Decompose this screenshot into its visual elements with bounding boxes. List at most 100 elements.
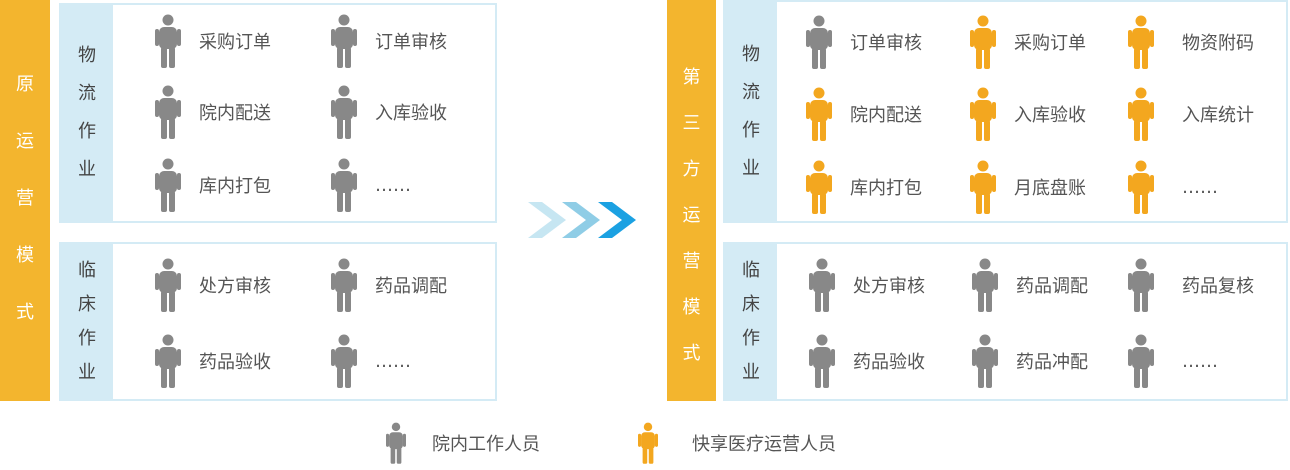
third-party-mode-title: 第 三 方 运 营 模 式: [667, 0, 716, 401]
title-char: 营: [16, 188, 34, 209]
task-label: 订单审核: [850, 33, 922, 54]
person-icon: [1128, 334, 1154, 388]
list-item: 采购订单: [155, 14, 271, 68]
person-icon: [972, 334, 998, 388]
person-icon: [155, 334, 181, 388]
list-item: 入库验收: [331, 85, 447, 139]
title-char: 模: [682, 297, 701, 318]
task-label: 入库验收: [1014, 105, 1086, 126]
person-icon: [1128, 15, 1154, 69]
list-item: 库内打包: [155, 158, 271, 212]
list-item: 院内配送: [806, 87, 922, 141]
task-label: 采购订单: [199, 32, 271, 53]
task-label: 处方审核: [199, 276, 271, 297]
legend-label: 院内工作人员: [432, 434, 540, 455]
list-item: 药品复核: [1128, 258, 1254, 312]
title-char: 式: [16, 302, 34, 323]
task-label: ……: [375, 174, 411, 196]
person-icon: [970, 160, 996, 214]
task-label: 药品冲配: [1016, 352, 1088, 373]
task-label: 订单审核: [375, 32, 447, 53]
task-label: 药品验收: [853, 352, 925, 373]
chevron-right-icon: [528, 202, 566, 238]
title-char: 原: [16, 74, 34, 95]
list-item: 物资附码: [1128, 15, 1254, 69]
task-label: 入库验收: [375, 103, 447, 124]
title-char: 第: [682, 67, 701, 88]
list-item: ……: [331, 334, 411, 388]
person-icon: [155, 85, 181, 139]
list-item: 采购订单: [970, 15, 1086, 69]
person-icon: [331, 334, 357, 388]
person-icon: [638, 422, 658, 464]
logistics-label: 物 流 作 业: [725, 2, 777, 221]
title-char: 运: [682, 205, 701, 226]
task-label: 库内打包: [850, 178, 922, 199]
list-item: 药品冲配: [972, 334, 1088, 388]
title-char: 运: [16, 131, 34, 152]
list-item: 药品调配: [331, 258, 447, 312]
task-label: 处方审核: [853, 276, 925, 297]
person-icon: [155, 258, 181, 312]
list-item: 处方审核: [155, 258, 271, 312]
person-icon: [331, 85, 357, 139]
list-item: ……: [1128, 334, 1218, 388]
list-item: 入库统计: [1128, 87, 1254, 141]
person-icon: [1128, 160, 1154, 214]
list-item: 订单审核: [331, 14, 447, 68]
logistics-label: 物 流 作 业: [61, 5, 113, 221]
right-logistics-panel: 物 流 作 业 订单审核 采购订单 物资附码 院内配送 入库验收 入库统计 库内…: [723, 0, 1288, 223]
list-item: 处方审核: [809, 258, 925, 312]
chevron-right-icon: [562, 202, 600, 238]
task-label: 采购订单: [1014, 33, 1086, 54]
person-icon: [970, 87, 996, 141]
task-label: 药品调配: [1016, 276, 1088, 297]
list-item: 库内打包: [806, 160, 922, 214]
original-mode-title: 原 运 营 模 式: [0, 0, 50, 401]
transition-arrows-icon: [528, 202, 636, 238]
task-label: ……: [1182, 176, 1218, 198]
list-item: 订单审核: [806, 15, 922, 69]
left-clinical-panel: 临 床 作 业 处方审核 药品调配 药品验收 ……: [59, 242, 497, 401]
person-icon: [806, 15, 832, 69]
person-icon: [972, 258, 998, 312]
clinical-label: 临 床 作 业: [61, 244, 113, 399]
person-icon: [806, 160, 832, 214]
person-icon: [809, 258, 835, 312]
clinical-label: 临 床 作 业: [725, 244, 777, 399]
person-icon: [809, 334, 835, 388]
legend-label: 快享医疗运营人员: [692, 434, 836, 455]
legend-staff: 院内工作人员: [386, 421, 540, 465]
person-icon: [1128, 87, 1154, 141]
list-item: 药品验收: [155, 334, 271, 388]
right-clinical-panel: 临 床 作 业 处方审核 药品调配 药品复核 药品验收 药品冲配 ……: [723, 242, 1288, 401]
person-icon: [970, 15, 996, 69]
person-icon: [1128, 258, 1154, 312]
person-icon: [386, 422, 406, 464]
task-label: 物资附码: [1182, 33, 1254, 54]
person-icon: [155, 158, 181, 212]
person-icon: [806, 87, 832, 141]
list-item: ……: [1128, 160, 1218, 214]
task-label: 药品调配: [375, 276, 447, 297]
title-char: 三: [682, 113, 701, 134]
person-icon: [331, 158, 357, 212]
list-item: 入库验收: [970, 87, 1086, 141]
task-label: 院内配送: [199, 103, 271, 124]
task-label: ……: [1182, 350, 1218, 372]
title-char: 营: [682, 251, 701, 272]
list-item: 月底盘账: [970, 160, 1086, 214]
task-label: 院内配送: [850, 105, 922, 126]
task-label: 月底盘账: [1014, 178, 1086, 199]
left-logistics-panel: 物 流 作 业 采购订单 订单审核 院内配送 入库验收 库内打包 ……: [59, 3, 497, 223]
chevron-right-icon: [598, 202, 636, 238]
list-item: 药品验收: [809, 334, 925, 388]
person-icon: [155, 14, 181, 68]
task-label: 库内打包: [199, 176, 271, 197]
person-icon: [331, 258, 357, 312]
person-icon: [331, 14, 357, 68]
title-char: 式: [682, 343, 701, 364]
task-label: ……: [375, 350, 411, 372]
title-char: 方: [682, 159, 701, 180]
title-char: 模: [16, 245, 34, 266]
